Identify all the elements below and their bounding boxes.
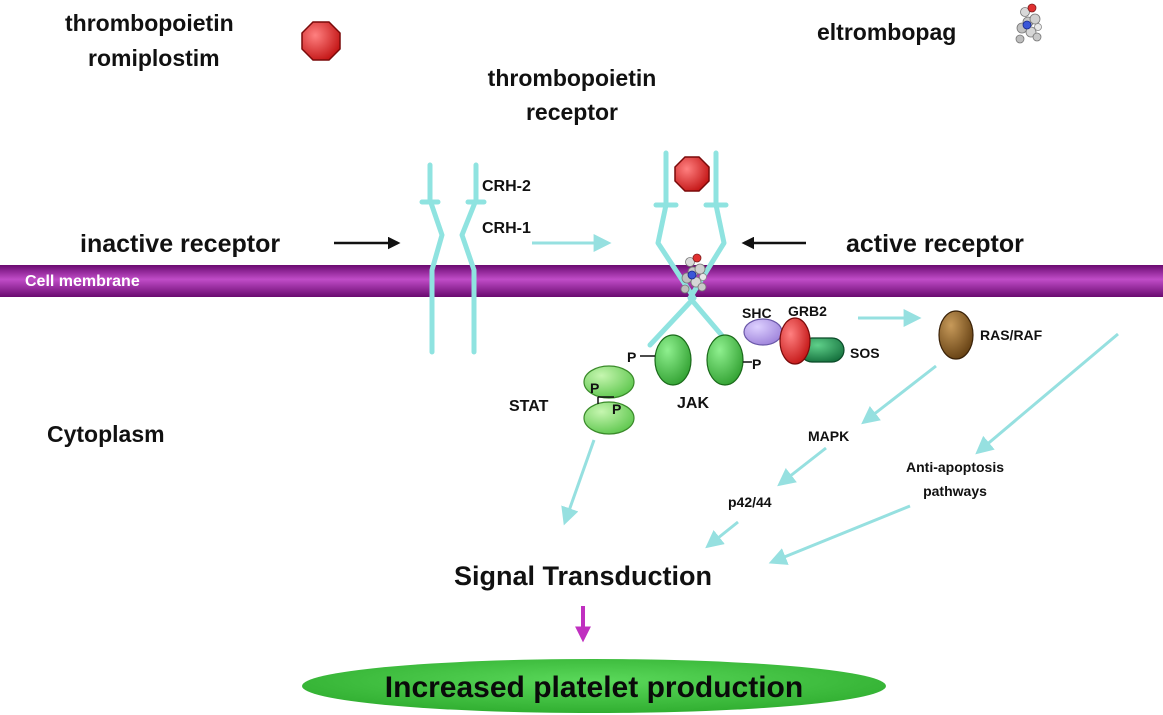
thrombopoietin-ligand-icon — [301, 21, 341, 61]
outcome-ellipse — [302, 659, 886, 713]
downstream-arrows — [561, 332, 1119, 565]
inactive-receptor — [419, 162, 487, 355]
stat-lower-phospho: P — [612, 401, 621, 417]
stat-label: STAT — [509, 398, 549, 415]
rasraf-to-antiapoptosis-arrow — [975, 332, 1119, 455]
cytoplasm-label: Cytoplasm — [47, 421, 165, 447]
ras-to-mapk-arrow — [861, 364, 937, 425]
eltrombopag-molecule-icon — [1015, 3, 1042, 44]
shc-label: SHC — [742, 305, 772, 321]
antiapoptosis-to-signal-arrow — [768, 504, 911, 565]
shc-protein — [743, 318, 783, 346]
p4244-to-signal-arrow — [705, 520, 739, 549]
grb2-protein — [779, 317, 811, 365]
bound-thrombopoietin-icon — [674, 156, 710, 192]
active-receptor — [647, 150, 733, 348]
stat-upper — [583, 365, 635, 399]
mapk-label: MAPK — [808, 428, 849, 444]
rasraf-label: RAS/RAF — [980, 327, 1043, 343]
crh1-domain-label: CRH-1 — [482, 220, 531, 237]
active-receptor-label: active receptor — [846, 230, 1024, 258]
jak-label: JAK — [677, 395, 709, 412]
p4244-label: p42/44 — [728, 494, 772, 510]
inactive-receptor-label: inactive receptor — [80, 230, 280, 258]
ligand-label-line1: thrombopoietin — [65, 10, 234, 36]
grb2-label: GRB2 — [788, 303, 827, 319]
outcome-label: Increased platelet production — [385, 671, 803, 704]
stat-lower — [583, 401, 635, 435]
antiapoptosis-label-line2: pathways — [923, 483, 987, 499]
signal-transduction-label: Signal Transduction — [454, 561, 712, 591]
jak-right — [706, 334, 744, 386]
antiapoptosis-label-line1: Anti-apoptosis — [906, 459, 1004, 475]
cell-membrane-label: Cell membrane — [25, 273, 140, 290]
crh2-domain-label: CRH-2 — [482, 178, 531, 195]
rasraf-protein — [938, 310, 974, 360]
sos-label: SOS — [850, 345, 880, 361]
receptor-title-line2: receptor — [526, 99, 618, 125]
stat-to-signal-arrow — [561, 439, 596, 526]
mapk-to-p4244-arrow — [777, 446, 827, 487]
jak-left — [654, 334, 692, 386]
receptor-title-line1: thrombopoietin — [488, 65, 657, 91]
jak-right-phospho: P — [752, 356, 761, 372]
ligand-label-line2: romiplostim — [88, 45, 220, 71]
cell-membrane — [0, 265, 1163, 297]
drug-label: eltrombopag — [817, 19, 956, 45]
stat-upper-phospho: P — [590, 380, 599, 396]
jak-left-phospho: P — [627, 349, 636, 365]
